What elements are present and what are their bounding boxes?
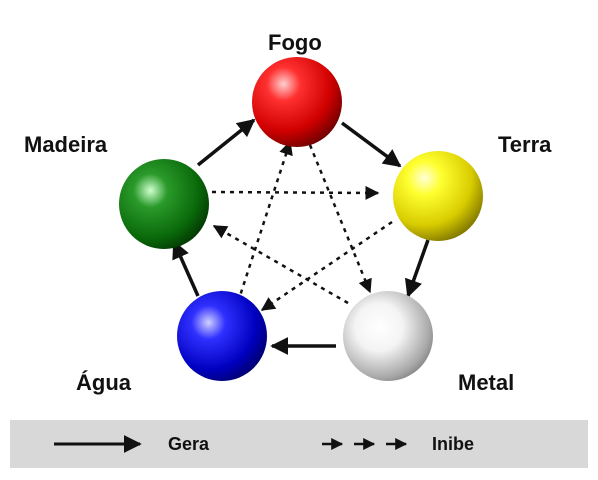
legend: Gera Inibe xyxy=(10,420,588,468)
inhibit-arrow-agua-fogo xyxy=(236,140,293,303)
agua-sphere xyxy=(177,291,267,381)
legend-generate-label: Gera xyxy=(168,434,210,454)
agua-label: Água xyxy=(76,370,132,395)
generate-arrow-terra-metal xyxy=(404,239,430,298)
metal-sphere xyxy=(343,291,433,381)
terra-label: Terra xyxy=(498,132,552,157)
inhibit-arrow-metal-madeira xyxy=(212,224,349,305)
generate-arrow-agua-madeira xyxy=(172,240,200,297)
generate-arrow-madeira-fogo xyxy=(196,118,256,167)
fogo-sphere xyxy=(252,57,342,147)
terra-sphere xyxy=(393,151,483,241)
generate-arrow-fogo-terra xyxy=(340,121,402,168)
element-spheres xyxy=(119,57,483,381)
legend-inhibit-label: Inibe xyxy=(432,434,474,454)
fogo-label: Fogo xyxy=(268,30,322,55)
inhibit-arrow-madeira-terra xyxy=(211,185,380,200)
madeira-label: Madeira xyxy=(24,132,108,157)
generate-arrows xyxy=(172,118,430,355)
inhibit-arrows xyxy=(211,140,393,312)
madeira-sphere xyxy=(119,159,209,249)
metal-label: Metal xyxy=(458,370,514,395)
inhibit-arrow-fogo-metal xyxy=(308,144,372,294)
